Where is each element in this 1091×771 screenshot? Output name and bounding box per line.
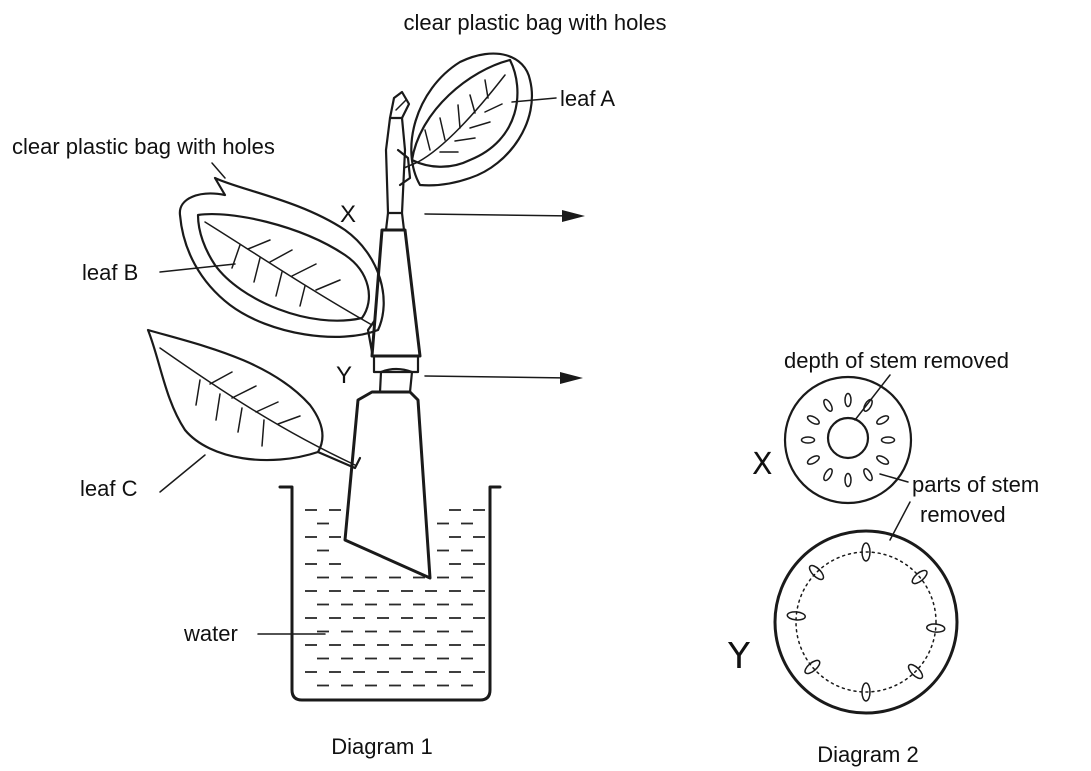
- arrow-x: [425, 210, 585, 222]
- label-leaf-a: leaf A: [560, 86, 615, 111]
- label-leaf-b: leaf B: [82, 260, 138, 285]
- label-bag-left: clear plastic bag with holes: [12, 134, 275, 159]
- leaf-a: [404, 60, 517, 168]
- label-depth: depth of stem removed: [784, 348, 1009, 373]
- leaf-c: [148, 330, 360, 468]
- leader-leaf-c: [160, 455, 205, 492]
- water-surface: [305, 510, 485, 686]
- label-leaf-c: leaf C: [80, 476, 138, 501]
- caption-diagram-1: Diagram 1: [331, 734, 432, 759]
- label-y: Y: [336, 362, 352, 389]
- leader-bag-b: [212, 163, 225, 178]
- beaker: [280, 487, 500, 700]
- caption-diagram-2: Diagram 2: [817, 742, 918, 767]
- cross-section-y: [775, 531, 957, 713]
- label-parts-line1: parts of stem: [912, 472, 1039, 497]
- cross-section-x: [785, 377, 911, 503]
- label-x: X: [340, 201, 356, 228]
- label-water: water: [183, 621, 238, 646]
- leader-parts-y: [890, 502, 910, 540]
- label-bag-top: clear plastic bag with holes: [404, 10, 667, 35]
- diagram-1: clear plastic bag with holes clear plast…: [12, 10, 666, 759]
- label-parts-line2: removed: [920, 502, 1006, 527]
- label-x-section: X: [752, 447, 773, 482]
- label-y-section: Y: [727, 636, 751, 677]
- leader-parts-x: [880, 474, 908, 482]
- leader-leaf-a: [512, 98, 556, 102]
- arrow-y: [425, 372, 583, 384]
- diagram-2: depth of stem removed parts of stem remo…: [727, 348, 1039, 767]
